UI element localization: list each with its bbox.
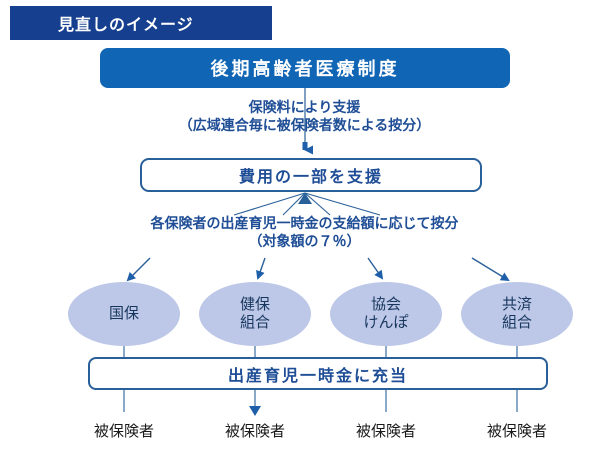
insurer-ellipse-kyosai-kumiai: 共済 組合 — [461, 282, 573, 346]
title-banner-label: 見直しのイメージ — [58, 17, 194, 34]
title-banner: 見直しのイメージ — [10, 6, 272, 40]
insurer-label-line-2: 組合 — [501, 314, 532, 331]
system-box: 後期高齢者医療制度 — [100, 48, 510, 88]
insurer-ellipse-kenpo-kumiai: 健保 組合 — [199, 282, 311, 346]
allocate-box: 出産育児一時金に充当 — [88, 357, 548, 390]
insurer-ellipse-kyokai-kenpo: 協会 けんぽ — [330, 282, 442, 346]
system-box-label: 後期高齢者医療制度 — [210, 59, 400, 79]
insurer-label-line-1: 協会 — [370, 296, 401, 314]
lines-insurers-to-allocate-box — [123, 346, 518, 357]
insurer-label-line-1: 国保 — [108, 305, 139, 323]
converge-lines-to-cost-box — [233, 192, 381, 216]
caption-prorate-line-1: 各保険者の出産育児一時金の支給額に応じて按分 — [150, 215, 459, 231]
arrows-to-insurers — [126, 257, 510, 282]
insured-label-2: 被保険者 — [224, 423, 285, 440]
insured-label-3: 被保険者 — [355, 423, 416, 440]
insurer-label-line-1: 共済 — [501, 296, 532, 314]
insurer-label-line-2: 組合 — [239, 314, 270, 331]
insured-label-1: 被保険者 — [93, 423, 154, 440]
cost-support-box-label: 費用の一部を支援 — [238, 169, 383, 186]
insurer-label-line-2: けんぽ — [363, 314, 409, 331]
insurer-ellipse-kokuho: 国保 — [68, 282, 180, 346]
insured-label-4: 被保険者 — [486, 423, 547, 440]
allocate-box-label: 出産育児一時金に充当 — [227, 367, 408, 385]
caption-prorate: 各保険者の出産育児一時金の支給額に応じて按分 （対象額の７％） — [0, 214, 609, 251]
cost-support-box: 費用の一部を支援 — [140, 158, 482, 192]
lines-allocate-box-to-insured — [123, 390, 518, 416]
caption-support: 保険料により支援 （広域連合毎に被保険者数による按分） — [0, 98, 609, 135]
caption-prorate-line-2: （対象額の７％） — [248, 233, 361, 250]
insurer-label-line-1: 健保 — [239, 296, 270, 314]
caption-support-line-2: （広域連合毎に被保険者数による按分） — [178, 117, 431, 134]
caption-support-line-1: 保険料により支援 — [248, 99, 361, 115]
